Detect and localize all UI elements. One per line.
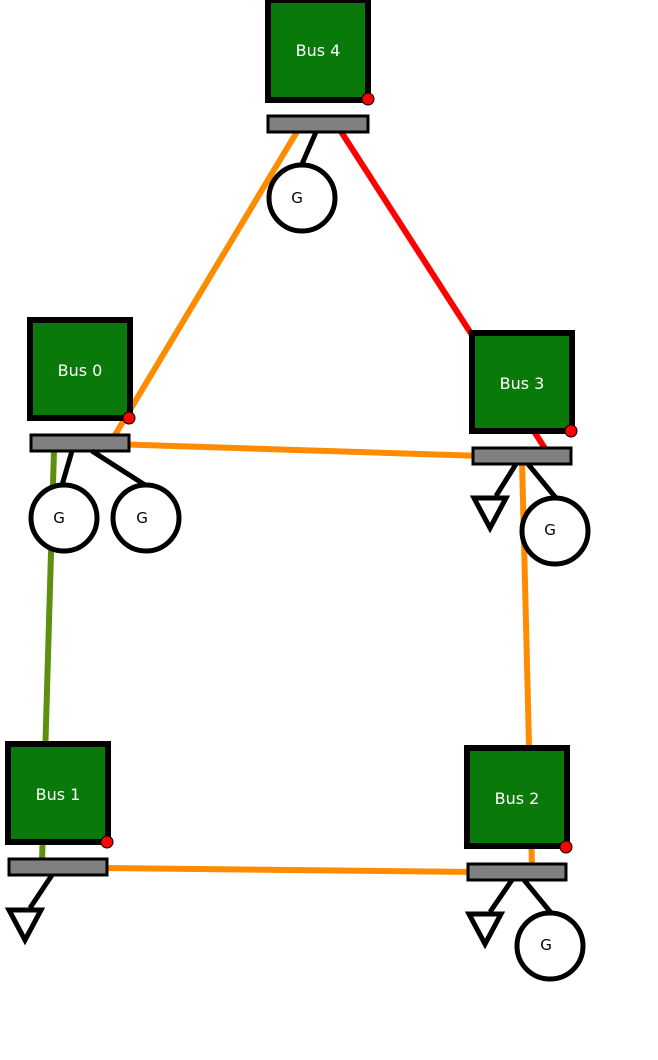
load-triangle-icon[interactable] [464, 911, 506, 950]
bus-label: Bus 0 [58, 361, 103, 380]
generator-icon[interactable]: G [266, 162, 338, 234]
generator-icon[interactable]: G [519, 495, 591, 567]
bus-bar[interactable] [466, 862, 568, 882]
bus-label: Bus 2 [495, 789, 540, 808]
generator-connector [526, 462, 558, 500]
generator-icon[interactable]: G [514, 910, 586, 982]
bus-box[interactable] [27, 317, 133, 421]
generator-icon[interactable]: G [110, 482, 182, 554]
generator-icon[interactable]: G [28, 482, 100, 554]
status-marker [564, 424, 578, 438]
bus-label: Bus 3 [500, 374, 545, 393]
bus-bar[interactable] [266, 114, 370, 134]
bus-4[interactable]: Bus 4 G [265, 0, 375, 234]
bus-2[interactable]: Bus 2 G [464, 745, 586, 982]
generator-label: G [291, 189, 303, 207]
status-marker [559, 840, 573, 854]
bus-label: Bus 4 [296, 41, 341, 60]
generator-connector [90, 448, 147, 488]
bus-label: Bus 1 [36, 785, 81, 804]
generator-label: G [53, 509, 65, 527]
load-triangle-icon[interactable] [469, 495, 511, 534]
load-connector [493, 462, 519, 498]
line-bus1-bus2[interactable] [99, 865, 479, 875]
generator-connector [59, 450, 75, 486]
status-marker [361, 92, 375, 106]
bus-1[interactable]: Bus 1 [4, 741, 114, 946]
bus-bar[interactable] [29, 433, 131, 453]
line-bus0-bus4[interactable] [109, 128, 301, 442]
bus-box[interactable] [265, 0, 371, 103]
generator-connector [522, 878, 554, 916]
bus-box[interactable] [464, 745, 570, 849]
bus-box[interactable] [5, 741, 111, 845]
line-bus0-bus3[interactable] [111, 441, 483, 459]
generator-connector [299, 130, 319, 166]
load-connector [27, 873, 55, 910]
status-marker [100, 835, 114, 849]
load-connector [487, 878, 515, 914]
generator-label: G [136, 509, 148, 527]
bus-3[interactable]: Bus 3 G [469, 330, 591, 567]
generator-label: G [540, 936, 552, 954]
bus-0[interactable]: Bus 0 G G [27, 317, 182, 554]
bus-bar[interactable] [471, 446, 573, 466]
bus-box[interactable] [469, 330, 575, 434]
generator-label: G [544, 521, 556, 539]
status-marker [122, 411, 136, 425]
load-triangle-icon[interactable] [4, 907, 46, 946]
bus-bar[interactable] [7, 857, 109, 877]
